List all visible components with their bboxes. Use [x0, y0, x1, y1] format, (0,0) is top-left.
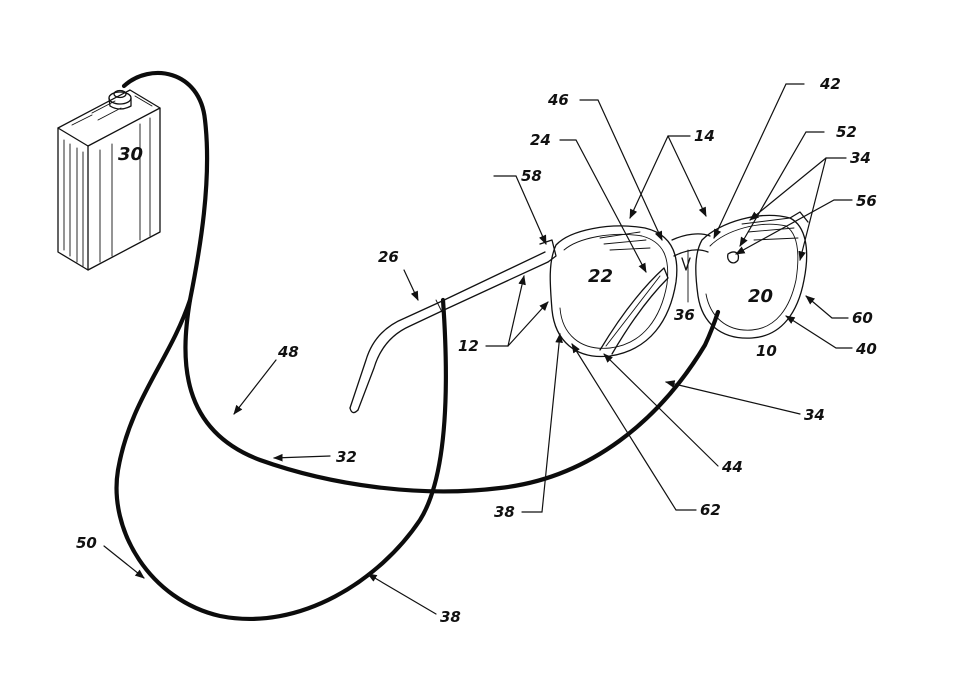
- power-cords: [114, 70, 721, 622]
- ref-46: 46: [547, 91, 569, 109]
- ref-40: 40: [855, 340, 877, 358]
- battery-top-face: [57, 89, 161, 129]
- ref-38-bottom: 38: [440, 608, 461, 626]
- eyeglasses: [349, 211, 809, 414]
- ref-12: 12: [458, 337, 479, 355]
- temple-tip: [349, 407, 359, 414]
- cord-50-38: [114, 297, 448, 622]
- ref-38-mid: 38: [494, 503, 515, 521]
- battery-shading: [63, 95, 153, 267]
- reference-numerals: 26 58 12 22 24 46 14 42 52 34 56 20 36 6…: [76, 75, 877, 626]
- ref-48: 48: [277, 343, 299, 361]
- battery-front-face: [87, 107, 161, 271]
- ref-52: 52: [836, 123, 857, 141]
- ref-22: 22: [588, 266, 613, 287]
- battery-pack: 30: [57, 89, 161, 271]
- ref-36: 36: [674, 306, 695, 324]
- ref-30: 30: [118, 144, 143, 165]
- ref-42: 42: [819, 75, 841, 93]
- ref-50: 50: [76, 534, 97, 552]
- lens-20-inner: [705, 223, 799, 331]
- lens-22-frame: [549, 225, 678, 358]
- ref-44: 44: [721, 458, 743, 476]
- nose-pad-clip: [681, 257, 691, 271]
- battery-terminal-base: [108, 97, 132, 110]
- ref-20: 20: [748, 286, 773, 307]
- ref-34-lower: 34: [804, 406, 825, 424]
- lens-20-frame: [695, 214, 808, 339]
- leaders: [103, 83, 853, 615]
- temple-arm-upper: [349, 251, 546, 409]
- battery-left-face: [57, 127, 89, 271]
- ref-58: 58: [521, 167, 542, 185]
- far-temple-hinge: [789, 211, 809, 223]
- ref-62: 62: [700, 501, 721, 519]
- battery-terminal-cap: [113, 89, 127, 99]
- ref-32: 32: [336, 448, 357, 466]
- ref-14: 14: [694, 127, 715, 145]
- ref-34-top: 34: [850, 149, 871, 167]
- bridge-bottom: [673, 249, 709, 257]
- lens-22-inner: [559, 233, 669, 349]
- temple-joint: [435, 299, 443, 313]
- cord-48-32-34: [121, 70, 721, 494]
- ref-60: 60: [852, 309, 873, 327]
- lens-22-glare: [599, 231, 651, 251]
- ref-24: 24: [530, 131, 551, 149]
- ref-10: 10: [756, 342, 777, 360]
- ref-26: 26: [378, 248, 399, 266]
- side-shield-24: [599, 267, 669, 355]
- ref-56: 56: [856, 192, 877, 210]
- temple-arm-lower: [357, 261, 549, 411]
- light-element-56: [727, 251, 740, 264]
